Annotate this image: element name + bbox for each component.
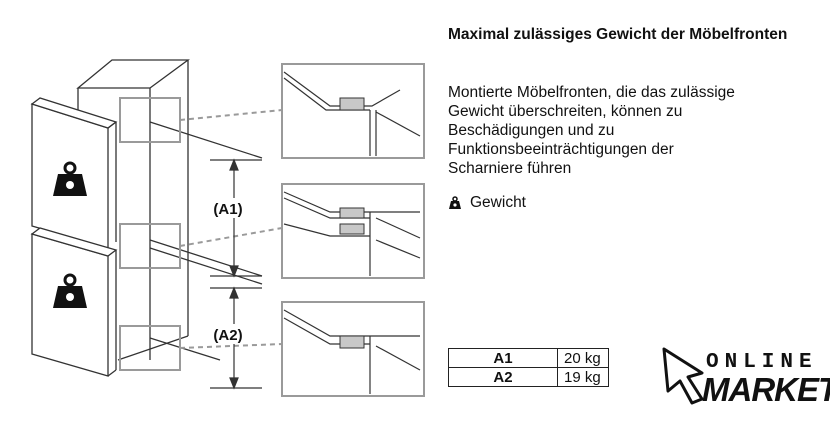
weight-table: A1 20 kg A2 19 kg <box>448 348 609 387</box>
weight-icon <box>449 196 461 209</box>
detail-bottom-hinge <box>281 301 425 397</box>
hinge-block-middle-1 <box>339 207 365 219</box>
cabinet-top <box>76 59 190 89</box>
table-cell-value: 19 kg <box>557 367 609 387</box>
table-row: A1 20 kg <box>448 348 609 368</box>
table-cell-key: A1 <box>448 348 558 368</box>
hinge-block-bottom <box>339 335 365 349</box>
description-line: Montierte Möbelfronten, die das zulässig… <box>448 84 735 101</box>
description-line: Beschädigungen und zu <box>448 122 615 139</box>
table-row: A2 19 kg <box>448 367 609 387</box>
table-cell-key: A2 <box>448 367 558 387</box>
description-line: Funktionsbeeinträchtigungen der <box>448 141 674 158</box>
page-title: Maximal zulässiges Gewicht der Möbelfron… <box>448 26 788 43</box>
logo-line1: ONLINE <box>706 351 818 374</box>
description: Montierte Möbelfronten, die das zulässig… <box>448 83 818 178</box>
description-line: Gewicht überschreiten, können zu <box>448 103 683 120</box>
legend: Gewicht <box>448 194 526 212</box>
cabinet-bottom-edge <box>117 335 189 361</box>
onlinemarket-logo: ONLINE MARKET <box>662 347 830 407</box>
cursor-icon <box>662 347 704 405</box>
hinge-block-middle-2 <box>339 223 365 235</box>
legend-label: Gewicht <box>470 194 526 211</box>
dimension-label-a2: (A2) <box>213 327 242 344</box>
logo-line2: MARKET <box>702 371 830 407</box>
installation-diagram: (A1) (A2) <box>30 59 425 397</box>
table-cell-value: 20 kg <box>557 348 609 368</box>
detail-middle-hinge <box>281 183 425 279</box>
detail-top-hinge <box>281 63 425 159</box>
dimension-label-a1: (A1) <box>213 201 242 218</box>
description-line: Scharniere führen <box>448 160 572 177</box>
weight-icon-upper <box>53 161 87 196</box>
weight-icon-lower <box>53 273 87 308</box>
hinge-block-top <box>339 97 365 111</box>
